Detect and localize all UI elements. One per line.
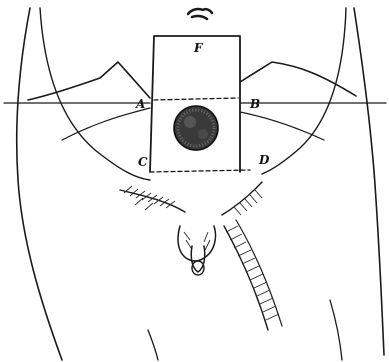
left-body-contour bbox=[17, 8, 62, 360]
incision-line-CD bbox=[150, 170, 250, 172]
left-flap-lower bbox=[62, 108, 150, 140]
label-C: C bbox=[138, 155, 148, 169]
label-A: A bbox=[135, 97, 145, 111]
genitalia bbox=[178, 226, 216, 275]
label-D: D bbox=[258, 153, 270, 167]
right-groin-shading bbox=[222, 182, 262, 215]
right-thigh-shading bbox=[224, 220, 282, 330]
right-thigh-contour bbox=[262, 8, 346, 174]
right-lower-thigh bbox=[330, 300, 342, 360]
incision-line-AB bbox=[154, 98, 238, 100]
right-body-contour bbox=[354, 8, 384, 355]
left-flap bbox=[28, 62, 150, 100]
label-B: B bbox=[249, 97, 260, 111]
label-F: F bbox=[193, 41, 204, 55]
left-groin-shading bbox=[120, 186, 185, 212]
umbilicus-mark bbox=[188, 9, 212, 19]
left-lower-thigh bbox=[148, 330, 158, 360]
central-flap-outline bbox=[150, 36, 240, 172]
right-flap bbox=[240, 62, 356, 96]
left-thigh-contour bbox=[40, 8, 150, 180]
stoma-opening bbox=[174, 106, 218, 150]
